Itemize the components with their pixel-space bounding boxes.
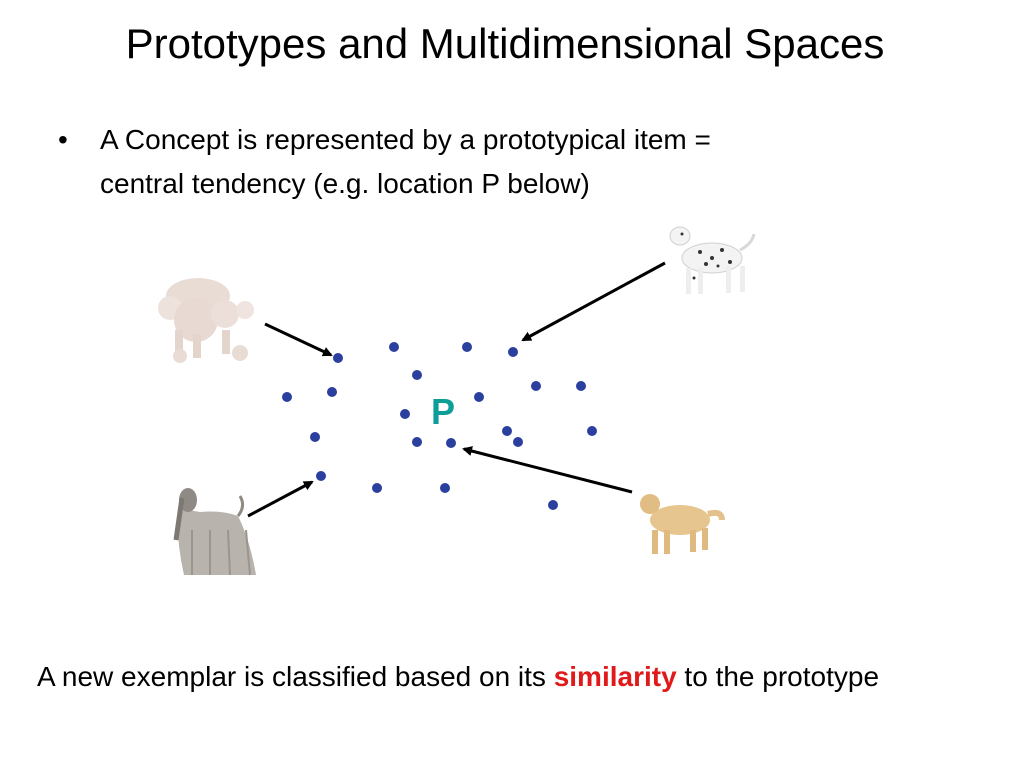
exemplar-dot (474, 392, 484, 402)
exemplar-dots (282, 342, 597, 510)
exemplar-dot (508, 347, 518, 357)
arrow-dalmatian (521, 261, 666, 342)
exemplar-dot (462, 342, 472, 352)
exemplar-dot (372, 483, 382, 493)
bullet-line-1: A Concept is represented by a prototypic… (100, 124, 711, 155)
caption-text: A new exemplar is classified based on it… (37, 661, 554, 692)
exemplar-dot (548, 500, 558, 510)
bullet-text: A Concept is represented by a prototypic… (100, 118, 900, 206)
arrow-poodle (264, 322, 333, 357)
exemplar-dot (446, 438, 456, 448)
arrow-afghan (247, 480, 314, 518)
bullet-icon: • (58, 124, 68, 155)
exemplar-dot (412, 370, 422, 380)
exemplar-dot (282, 392, 292, 402)
exemplar-dot (531, 381, 541, 391)
exemplar-dot (587, 426, 597, 436)
exemplar-dot (576, 381, 586, 391)
exemplar-dot (333, 353, 343, 363)
exemplar-dot (327, 387, 337, 397)
caption-text-end: to the prototype (676, 661, 880, 692)
exemplar-dot (513, 437, 523, 447)
exemplar-dot (502, 426, 512, 436)
prototype-label: P (431, 391, 456, 432)
exemplar-dot (310, 432, 320, 442)
afghan-hound-image (173, 488, 256, 576)
exemplar-dot (389, 342, 399, 352)
arrows (247, 261, 666, 518)
dalmatian-image (669, 226, 756, 294)
exemplar-dot (412, 437, 422, 447)
poodle-image (158, 278, 254, 363)
arrow-golden (462, 446, 633, 494)
caption: A new exemplar is classified based on it… (37, 656, 977, 698)
exemplar-dot (440, 483, 450, 493)
golden-retriever-image (640, 494, 725, 554)
slide-title: Prototypes and Multidimensional Spaces (125, 20, 885, 67)
caption-highlight: similarity (553, 661, 677, 692)
exemplar-dot (400, 409, 410, 419)
bullet-line-2: central tendency (e.g. location P below) (100, 168, 590, 199)
exemplar-dot (316, 471, 326, 481)
